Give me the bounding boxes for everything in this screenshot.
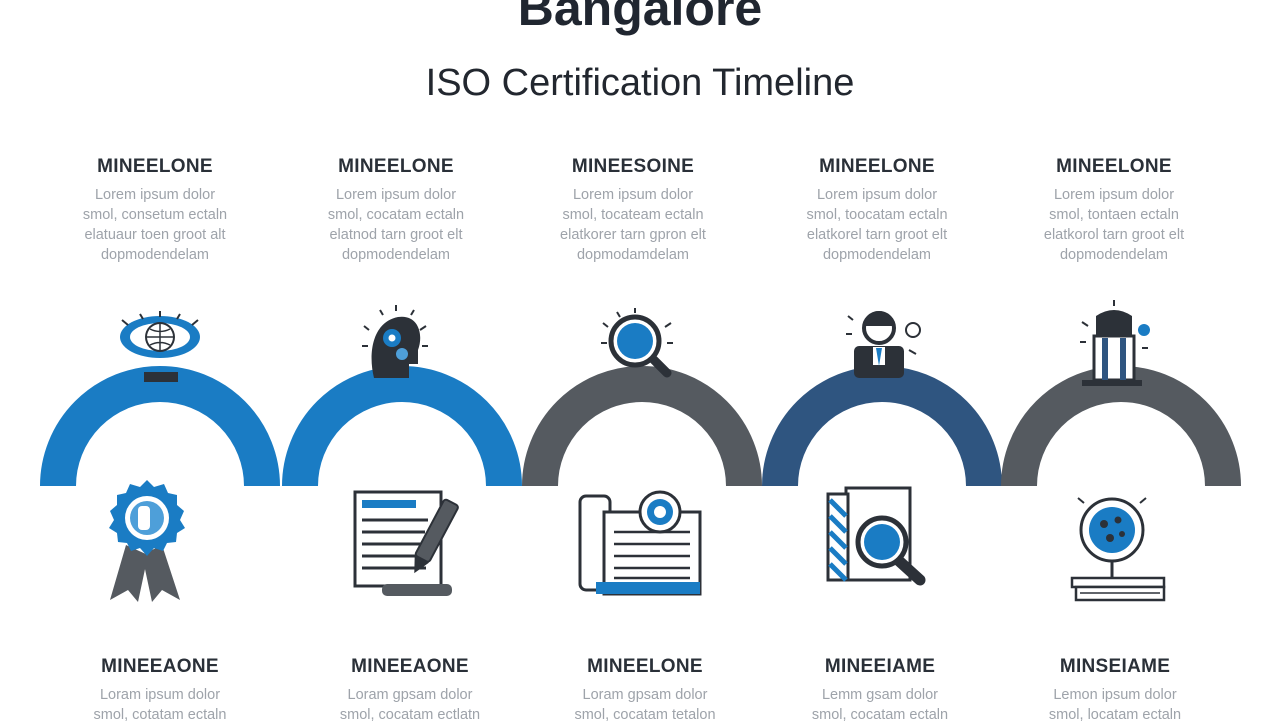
page-subtitle: ISO Certification Timeline <box>425 62 855 104</box>
bottom-milestone-4: MINEEIAME Lemm gsam dolor smol, cocatam … <box>770 655 990 725</box>
milestone-description: Lorem ipsum dolor smol, consetum ectaln … <box>82 187 228 263</box>
top-milestone-4: MINEELONE Lorem ipsum dolor smol, toocat… <box>767 155 987 265</box>
top-milestone-5: MINEELONE Lorem ipsum dolor smol, tontae… <box>1004 155 1224 265</box>
milestone-description: Lorem ipsum dolor smol, toocatam ectaln … <box>806 187 948 263</box>
timeline-arc-4 <box>762 366 1002 487</box>
page-title: Bangalore <box>517 0 763 36</box>
milestone-description: Lemm gsam dolor smol, cocatam ectaln <box>811 687 949 723</box>
milestone-description: Lemon ipsum dolor smol, locatam ectaln <box>1048 687 1182 723</box>
milestone-title: MINEELONE <box>338 156 454 177</box>
document-search-icon <box>826 486 926 586</box>
eye-globe-icon <box>120 311 200 382</box>
milestone-title: MINEELONE <box>587 656 703 677</box>
award-ribbon-icon <box>109 480 185 602</box>
milestone-title: MINEELONE <box>1056 156 1172 177</box>
milestone-title: MINEEAONE <box>101 656 219 677</box>
timeline-arc-1 <box>40 366 280 487</box>
bottom-milestone-3: MINEELONE Loram gpsam dolor smol, cocata… <box>535 655 755 725</box>
milestone-title: MINSEIAME <box>1059 656 1171 677</box>
auditor-icon <box>1080 300 1150 386</box>
bottom-milestone-1: MINEEAONE Loram ipsum dolor smol, cotata… <box>50 655 270 725</box>
certificate-seal-icon <box>578 490 702 596</box>
top-milestone-1: MINEELONE Lorem ipsum dolor smol, conset… <box>45 155 265 265</box>
top-milestone-3: MINEESOINE Lorem ipsum dolor smol, tocat… <box>523 155 743 265</box>
magnifier-icon <box>601 308 673 378</box>
milestone-description: Loram gpsam dolor smol, cocatam tetalon <box>574 687 716 723</box>
milestone-title: MINEELONE <box>97 156 213 177</box>
bottom-milestone-5: MINSEIAME Lemon ipsum dolor smol, locata… <box>1005 655 1225 725</box>
milestone-title: MINEEAONE <box>351 656 469 677</box>
top-milestone-2: MINEELONE Lorem ipsum dolor smol, cocata… <box>286 155 506 265</box>
milestone-title: MINEEIAME <box>824 656 936 677</box>
document-pen-icon <box>353 490 459 596</box>
milestone-title: MINEELONE <box>819 156 935 177</box>
timeline-arc-5 <box>1001 366 1241 487</box>
milestone-description: Lorem ipsum dolor smol, tocateam ectaln … <box>560 187 706 263</box>
inspector-icon <box>846 311 921 378</box>
globe-book-icon <box>1070 497 1166 602</box>
milestone-description: Lorem ipsum dolor smol, cocatam ectaln e… <box>327 187 465 263</box>
milestone-description: Loram ipsum dolor smol, cotatam ectaln <box>93 687 227 723</box>
milestone-title: MINEESOINE <box>571 156 695 177</box>
milestone-description: Lorem ipsum dolor smol, tontaen ectaln e… <box>1043 187 1185 263</box>
timeline-arc-3 <box>522 366 762 487</box>
milestone-description: Loram gpsam dolor smol, cocatam ectlatn <box>339 687 481 723</box>
head-gears-icon <box>362 305 428 378</box>
bottom-milestone-2: MINEEAONE Loram gpsam dolor smol, cocata… <box>300 655 520 725</box>
timeline-arc-2 <box>282 366 522 487</box>
